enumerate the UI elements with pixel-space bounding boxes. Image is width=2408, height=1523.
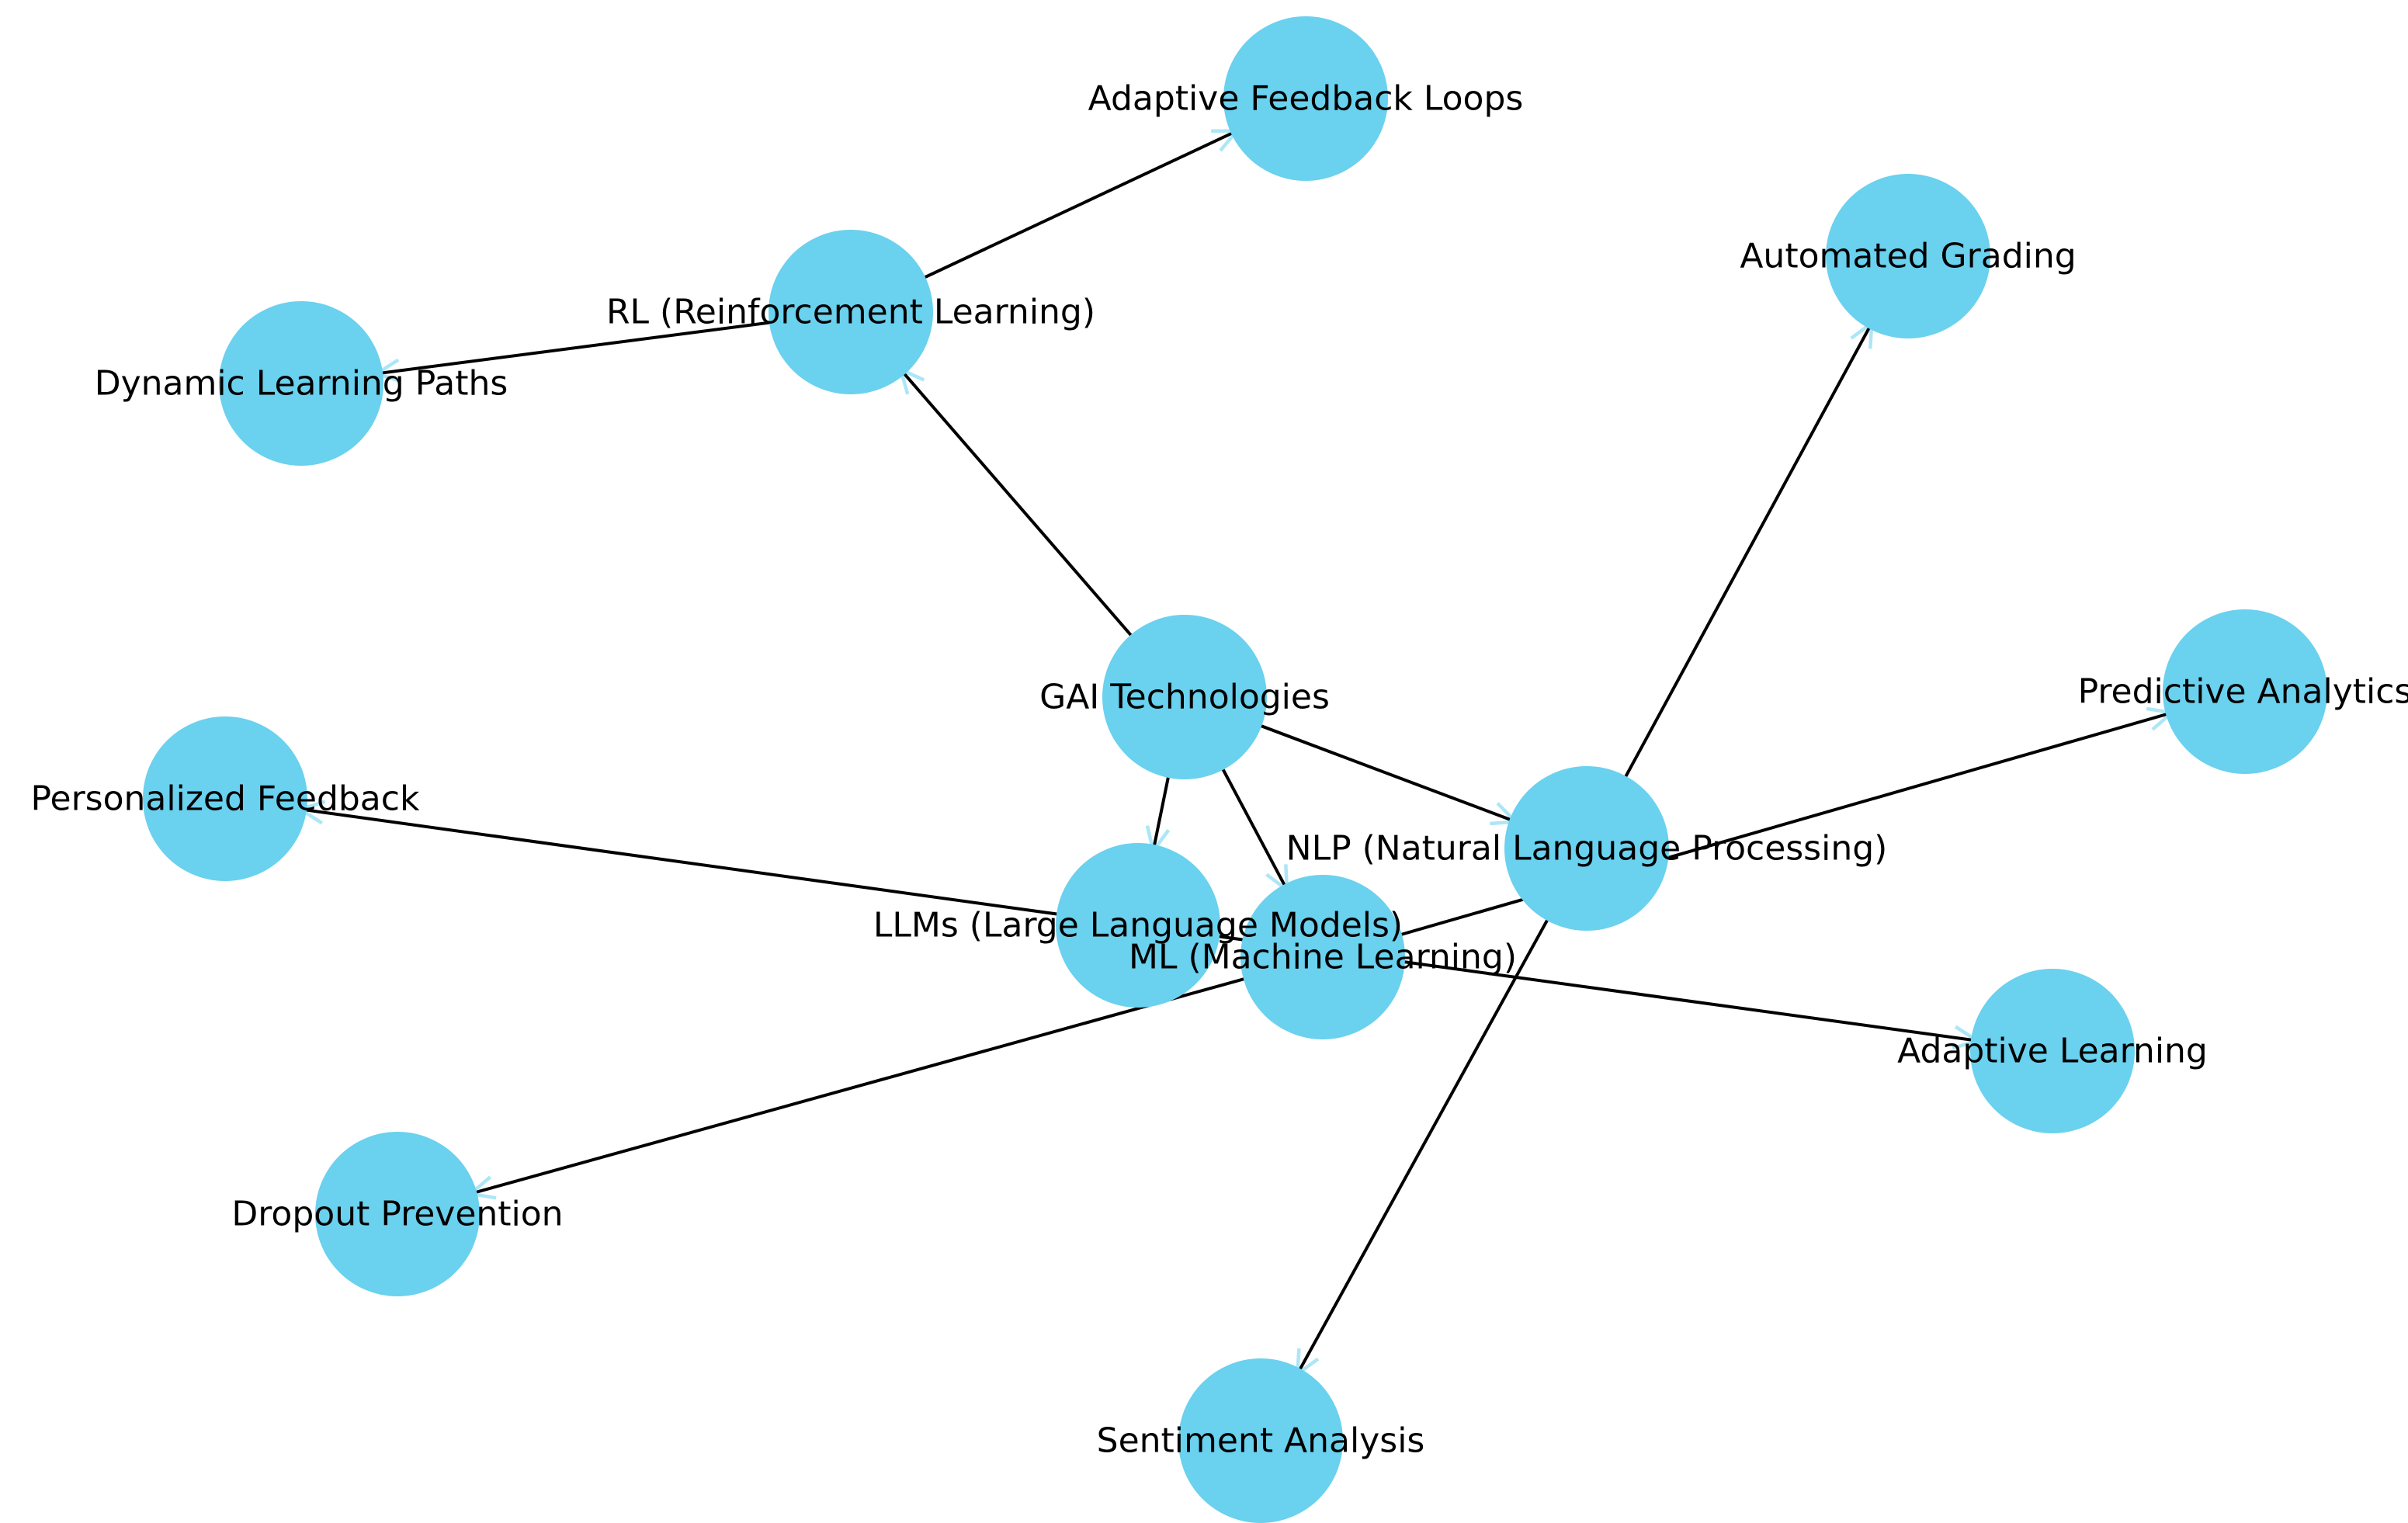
node-ag — [1826, 174, 1990, 338]
node-dlp — [219, 301, 383, 466]
node-gai — [1102, 615, 1267, 779]
arrowhead-rl-to-dlp — [372, 358, 402, 383]
node-label-afl: Adaptive Feedback Loops — [1088, 79, 1524, 119]
arrowhead-rl-to-afl — [1211, 129, 1241, 152]
arrowhead-gai-to-nlp — [1490, 802, 1520, 826]
arrowhead-nlp-to-ag — [1850, 319, 1874, 349]
edge-gai-to-rl — [849, 310, 1186, 699]
node-afl — [1223, 16, 1388, 181]
node-al — [1970, 969, 2135, 1133]
labels-layer: GAI Technologies RL (Reinforcement Learni… — [31, 79, 2408, 1461]
edge-ml-to-dp — [397, 956, 1324, 1216]
nodes-layer — [143, 16, 2327, 1523]
node-label-rl: RL (Reinforcement Learning) — [606, 293, 1095, 332]
arrowheads-layer — [296, 129, 2176, 1378]
arrowhead-gai-to-llm — [1145, 825, 1171, 855]
arrowhead-gai-to-ml — [1265, 864, 1289, 894]
arrowhead-llm-to-al — [1952, 1025, 1982, 1050]
node-label-sa: Sentiment Analysis — [1097, 1421, 1425, 1461]
node-label-dp: Dropout Prevention — [231, 1195, 563, 1234]
arrowhead-gai-to-rl — [897, 366, 925, 395]
node-label-dlp: Dynamic Learning Paths — [95, 364, 508, 404]
node-ml — [1240, 875, 1405, 1039]
node-rl — [769, 230, 933, 394]
node-label-al: Adaptive Learning — [1897, 1032, 2208, 1071]
node-pf — [143, 716, 307, 881]
arrowhead-ml-to-dp — [467, 1175, 497, 1200]
node-pa — [2163, 609, 2327, 774]
arrowhead-nlp-to-sa — [1295, 1348, 1320, 1378]
node-label-llm: LLMs (Large Language Models) — [873, 906, 1403, 945]
edge-nlp-to-sa — [1259, 848, 1588, 1441]
node-label-pf: Personalized Feedback — [31, 779, 420, 819]
edge-llm-to-pf — [224, 797, 1139, 927]
edge-ml-to-pa — [1322, 690, 2246, 959]
node-sa — [1178, 1358, 1343, 1523]
node-llm — [1056, 843, 1220, 1008]
node-label-pa: Predictive Analytics — [2078, 672, 2408, 712]
node-label-ml: ML (Machine Learning) — [1129, 938, 1517, 977]
node-label-nlp: NLP (Natural Language Processing) — [1286, 829, 1888, 869]
node-nlp — [1504, 766, 1669, 931]
edge-rl-to-dlp — [300, 310, 852, 385]
node-dp — [315, 1132, 480, 1296]
node-label-gai: GAI Technologies — [1039, 678, 1330, 717]
edge-nlp-to-ag — [1585, 255, 1910, 849]
arrowhead-llm-to-pf — [296, 800, 326, 825]
node-label-ag: Automated Grading — [1740, 237, 2076, 276]
edge-rl-to-afl — [850, 97, 1306, 314]
arrowhead-ml-to-pa — [2146, 706, 2176, 731]
